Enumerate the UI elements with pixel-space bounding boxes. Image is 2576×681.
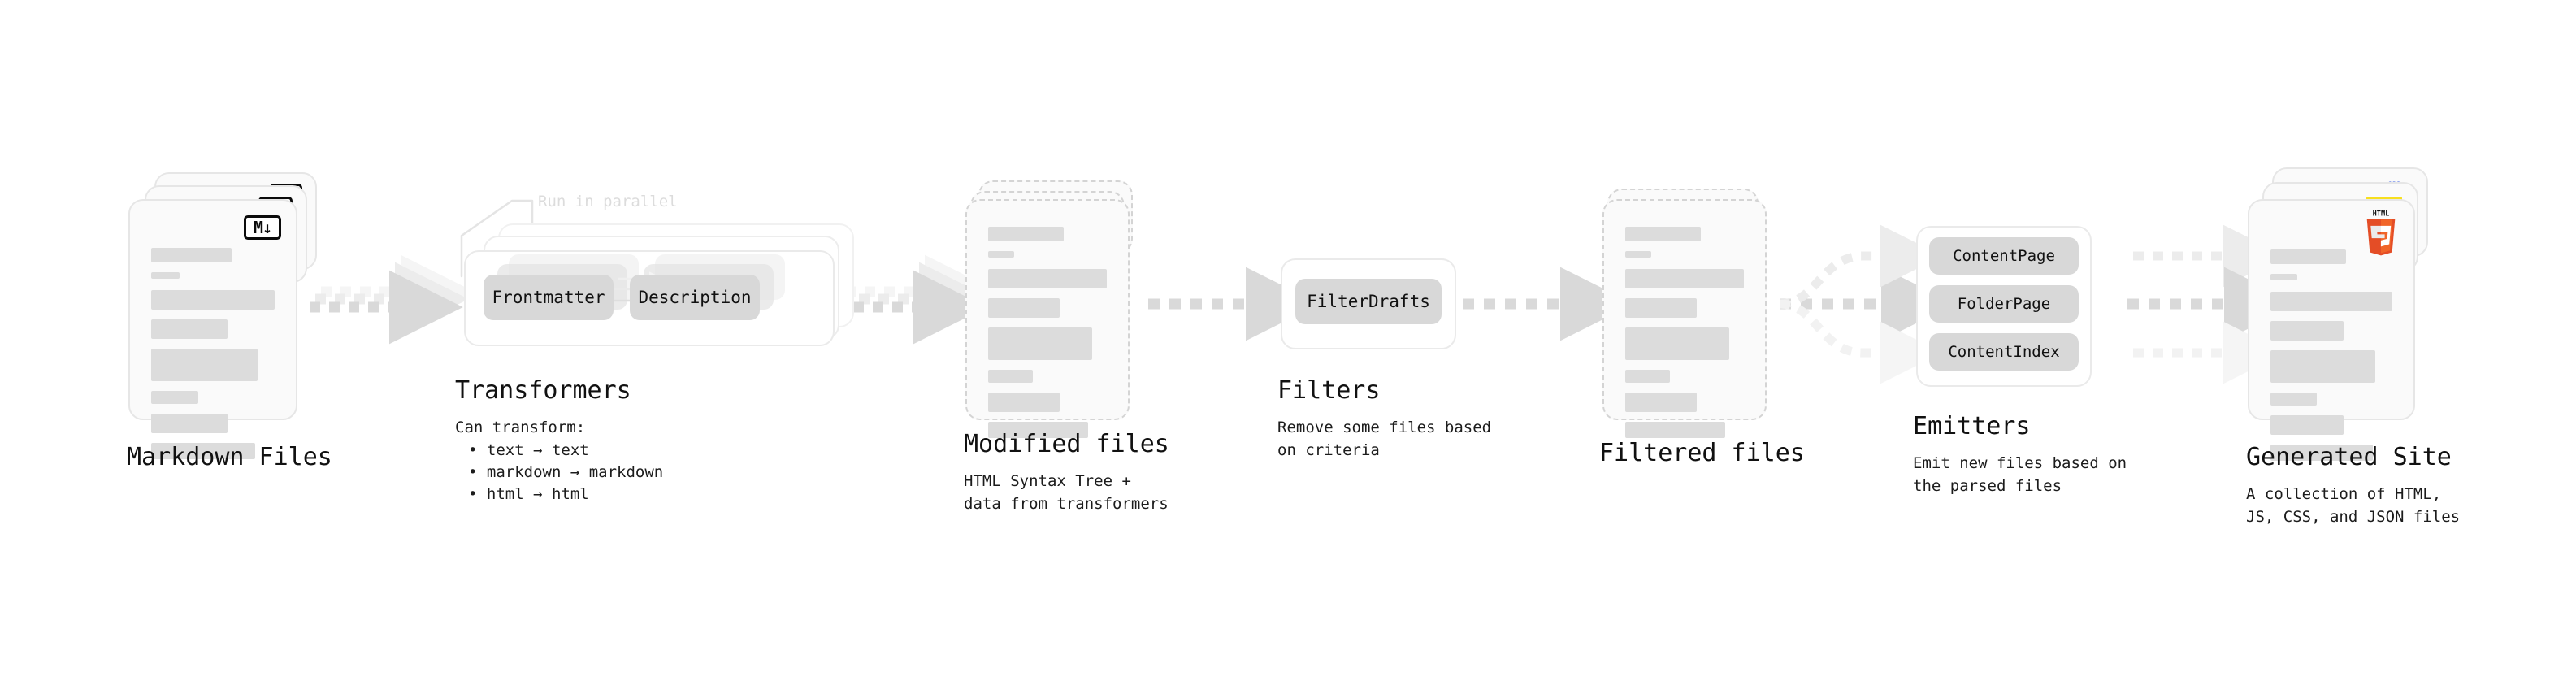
modified-card-content	[988, 227, 1107, 448]
site-card-content	[2270, 249, 2392, 471]
emitter-chip-contentpage[interactable]: ContentPage	[1929, 237, 2079, 275]
site-card-front: HTML	[2248, 199, 2415, 461]
stage-title-emitters: Emitters	[1913, 412, 2031, 440]
emitter-chip-folderpage[interactable]: FolderPage	[1929, 285, 2079, 323]
connector-emitters-to-site	[2127, 224, 2298, 384]
filtered-card-content	[1625, 227, 1744, 448]
markdown-card-content	[151, 248, 275, 469]
connector-markdown-to-transformers	[310, 254, 475, 345]
filter-chip-filterdrafts[interactable]: FilterDrafts	[1295, 279, 1442, 324]
stage-subtitle-filters: Remove some files based on criteria	[1277, 419, 1492, 459]
transformers-bullet-1: • markdown → markdown	[468, 463, 664, 481]
connector-filtered-to-emitters	[1779, 224, 1955, 384]
stage-title-modified-files: Modified files	[964, 430, 1169, 458]
transformers-bullet-2: • html → html	[468, 485, 589, 503]
stage-title-filtered-files: Filtered files	[1599, 439, 1805, 467]
stage-title-filters: Filters	[1277, 376, 1381, 405]
transformer-chip-frontmatter[interactable]: Frontmatter	[484, 275, 614, 320]
html5-badge: HTML	[2366, 210, 2396, 256]
markdown-badge-front: M↓	[244, 215, 281, 240]
filtered-card-front	[1602, 199, 1767, 438]
stage-title-markdown-files: Markdown Files	[127, 443, 332, 471]
modified-card-front	[965, 199, 1130, 438]
run-in-parallel-label: Run in parallel	[538, 193, 678, 210]
emitter-chip-contentindex[interactable]: ContentIndex	[1929, 333, 2079, 371]
transformer-chip-description[interactable]: Description	[630, 275, 760, 320]
stage-subtitle-generated-site: A collection of HTML, JS, CSS, and JSON …	[2246, 485, 2461, 526]
markdown-card-front: M↓	[128, 199, 297, 459]
transformers-bullet-0: • text → text	[468, 441, 589, 459]
stage-title-generated-site: Generated Site	[2246, 443, 2452, 471]
stage-title-transformers: Transformers	[455, 376, 631, 405]
stage-subtitle-transformers: Can transform:	[455, 419, 586, 436]
stage-subtitle-emitters: Emit new files based on the parsed files	[1913, 454, 2127, 495]
stage-subtitle-modified-files: HTML Syntax Tree + data from transformer…	[964, 472, 1169, 513]
svg-text:HTML: HTML	[2373, 210, 2390, 218]
